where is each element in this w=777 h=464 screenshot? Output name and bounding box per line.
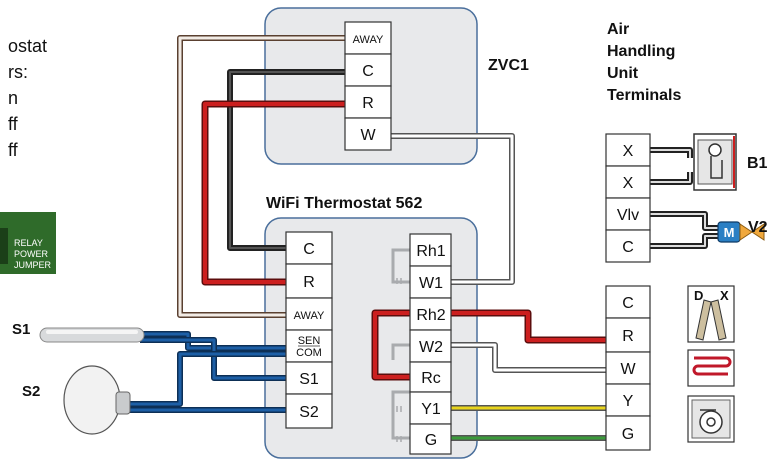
- zvc-terminal: C: [362, 63, 374, 80]
- zvc-title: ZVC1: [488, 57, 529, 74]
- ahu-terminal: Vlv: [617, 207, 639, 224]
- zvc-terminal: R: [362, 95, 374, 112]
- sensor-s2: S2: [22, 365, 131, 435]
- b1-label: B1: [747, 155, 768, 172]
- damper-label-x: X: [720, 288, 729, 303]
- left-note-line: ff: [8, 114, 19, 134]
- left-note: ostat rs: n ff ff: [8, 36, 47, 160]
- zvc-terminal: AWAY: [353, 34, 384, 46]
- ahu-terminal: W: [620, 361, 636, 378]
- zvc-terminal-block: AWAY C R W: [344, 21, 392, 151]
- thermostat-terminal: Rh1: [416, 243, 445, 260]
- left-note-line: rs:: [8, 62, 28, 82]
- ahu-title-line: Handling: [607, 43, 675, 60]
- v2-label-visible: V2: [748, 219, 768, 236]
- internal-jumpers: [391, 248, 410, 442]
- thermostat-terminal: COM: [296, 347, 322, 359]
- zvc-terminal: W: [360, 127, 376, 144]
- wire-b1: [650, 147, 693, 158]
- damper-label-d: D: [694, 288, 703, 303]
- ahu-terminal: X: [623, 175, 634, 192]
- heating-element-icon: [687, 349, 735, 387]
- left-note-line: n: [8, 88, 18, 108]
- thermostat-terminal: G: [425, 432, 437, 449]
- wire-v2: [650, 211, 718, 231]
- sensor-s1: S1: [12, 321, 145, 343]
- ahu-terminal: R: [622, 328, 634, 345]
- ahu-terminal: C: [622, 295, 634, 312]
- thermostat-terminal: C: [303, 241, 315, 258]
- ahu-terminal: X: [623, 143, 634, 160]
- wires: [128, 35, 718, 441]
- ahu-title-line: Unit: [607, 65, 639, 82]
- left-note-line: ff: [8, 140, 19, 160]
- ahu-terminal: G: [622, 426, 634, 443]
- thermostat-left-terminals: C R AWAY SEN COM S1 S2: [285, 231, 333, 429]
- thermostat-terminal: R: [303, 274, 315, 291]
- motor-icon: M: [724, 225, 735, 240]
- thermostat-terminal: SEN: [298, 335, 321, 347]
- relay-badge-line: POWER: [14, 249, 49, 259]
- thermostat-title: WiFi Thermostat 562: [266, 195, 422, 212]
- thermostat-right-terminals: Rh1 W1 Rh2 W2 Rc Y1 G: [409, 233, 452, 455]
- left-note-line: ostat: [8, 36, 47, 56]
- ahu-title-line: Terminals: [607, 87, 682, 104]
- b1-relay-icon: [693, 133, 737, 191]
- thermostat-terminal: AWAY: [294, 310, 325, 322]
- relay-badge-line: JUMPER: [14, 260, 52, 270]
- fan-icon: [687, 395, 735, 443]
- thermostat-terminal: W1: [419, 275, 443, 292]
- ahu-terminal: C: [622, 239, 634, 256]
- relay-badge-line: RELAY: [14, 238, 43, 248]
- ahu-terminal: Y: [623, 393, 634, 410]
- sensor-s2-label: S2: [22, 383, 40, 400]
- thermostat-terminal: Y1: [421, 401, 441, 418]
- sensor-s1-label: S1: [12, 321, 30, 338]
- ahu-upper-terminals: X X Vlv C: [605, 133, 651, 263]
- thermostat-terminal: Rh2: [416, 307, 445, 324]
- thermostat-terminal: Rc: [421, 370, 441, 387]
- thermostat-terminal: S1: [299, 371, 319, 388]
- ahu-title-line: Air: [607, 21, 629, 38]
- relay-power-jumper-badge: RELAY POWER JUMPER: [0, 212, 56, 274]
- thermostat-terminal: W2: [419, 339, 443, 356]
- damper-icon: D X: [687, 285, 735, 343]
- ahu-lower-terminals: C R W Y G: [605, 285, 651, 451]
- thermostat-terminal: S2: [299, 404, 319, 421]
- ahu-title: Air Handling Unit Terminals: [607, 21, 682, 104]
- v2-valve-icon: M: [717, 221, 765, 243]
